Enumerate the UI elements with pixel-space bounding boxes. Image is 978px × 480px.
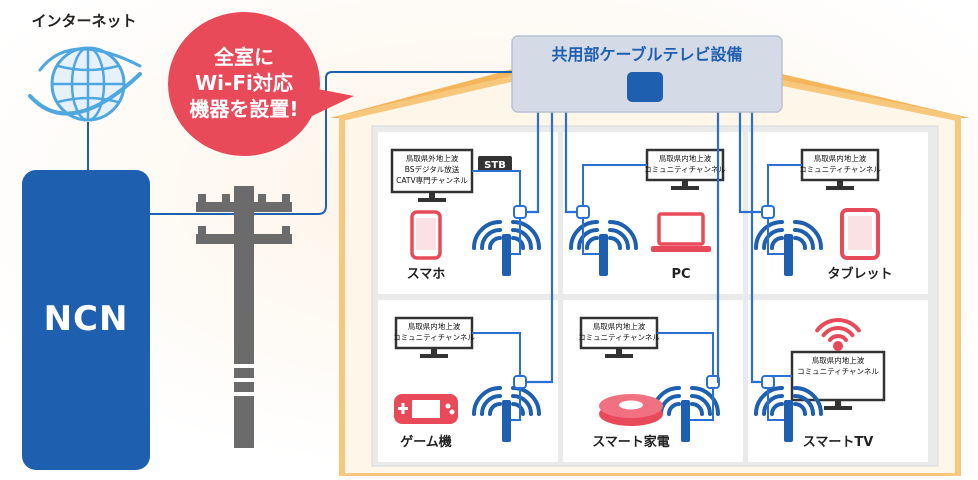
tv-channel-line: 鳥取県内地上波 [659, 153, 712, 163]
device-label: ゲーム機 [400, 434, 452, 450]
tv-outlet-node [761, 205, 775, 219]
laptop-icon [651, 212, 711, 252]
device-label: タブレット [827, 266, 892, 282]
router-link [767, 388, 784, 421]
game-console-icon [394, 394, 458, 424]
tv-outlet-node [576, 205, 590, 219]
tv-link [657, 332, 714, 376]
router-link [690, 388, 714, 421]
smart-tv-wifi-icon [815, 318, 861, 351]
feed-cable [150, 71, 512, 215]
tv-outlet-node [513, 375, 527, 389]
wifi-signal-icon [754, 220, 823, 250]
isp-logo: NCN [44, 299, 129, 339]
tv-channel-line: コミュニティチャンネル [644, 165, 726, 174]
tv-outlet-node [513, 205, 527, 219]
shared-equipment: 共用部ケーブルテレビ設備 [511, 35, 783, 113]
tv-channel-line: コミュニティチャンネル [393, 333, 475, 342]
tablet-icon [840, 208, 880, 260]
callout-line-3: 機器を設置! [189, 97, 298, 121]
tv-link [582, 164, 647, 206]
tv-channel-line: コミュニティチャンネル [578, 333, 660, 342]
stb-box [478, 156, 512, 172]
router-link [511, 388, 521, 421]
router-link [511, 218, 521, 255]
device-label: PC [671, 267, 690, 282]
callout-line-1: 全室に [213, 45, 274, 69]
router-link [582, 218, 599, 255]
utility-pole [196, 186, 292, 448]
tv-link [472, 332, 521, 376]
tv-channel-line: BSデジタル放送 [405, 164, 460, 174]
stb-label: STB [484, 160, 506, 171]
callout-line-2: Wi-Fi対応 [195, 71, 293, 95]
tv-channel-line: 鳥取県内地上波 [812, 355, 865, 365]
wifi-router [754, 386, 823, 442]
tv-channel-line: 鳥取県内地上波 [408, 321, 461, 331]
device-label: スマホ [407, 267, 446, 282]
wifi-signal-icon [754, 386, 823, 416]
isp-tower: NCN [22, 170, 150, 470]
tv-outlet-node [761, 375, 775, 389]
internet: インターネット [28, 12, 142, 170]
device-label: スマートTV [803, 435, 874, 450]
tv-channel-line: 鳥取県内地上波 [593, 321, 646, 331]
tv-channel-line: CATV専門チャンネル [396, 175, 468, 185]
callout-bubble: 全室に Wi-Fi対応 機器を設置! [168, 12, 354, 156]
globe-icon [28, 46, 142, 122]
rooms-layer: 鳥取県外地上波BSデジタル放送CATV専門チャンネルSTBスマホ鳥取県内地上波コ… [378, 132, 928, 462]
tv-link [767, 164, 802, 206]
wifi-router [569, 220, 638, 276]
tv-channel-line: 鳥取県内地上波 [814, 153, 867, 163]
splitter-box [627, 72, 663, 102]
tv-channel-line: 鳥取県外地上波 [406, 153, 459, 163]
router-link [767, 218, 784, 255]
smartphone-icon [410, 210, 442, 260]
robot-vacuum-icon [599, 394, 663, 426]
internet-label: インターネット [31, 12, 136, 30]
tv-channel-line: コミュニティチャンネル [799, 165, 881, 174]
shared-equipment-label: 共用部ケーブルテレビ設備 [551, 45, 742, 64]
device-label: スマート家電 [592, 434, 670, 450]
wifi-signal-icon [569, 220, 638, 250]
tv-channel-line: コミュニティチャンネル [797, 367, 879, 376]
wifi-router [754, 220, 823, 276]
tv-link [472, 170, 521, 206]
